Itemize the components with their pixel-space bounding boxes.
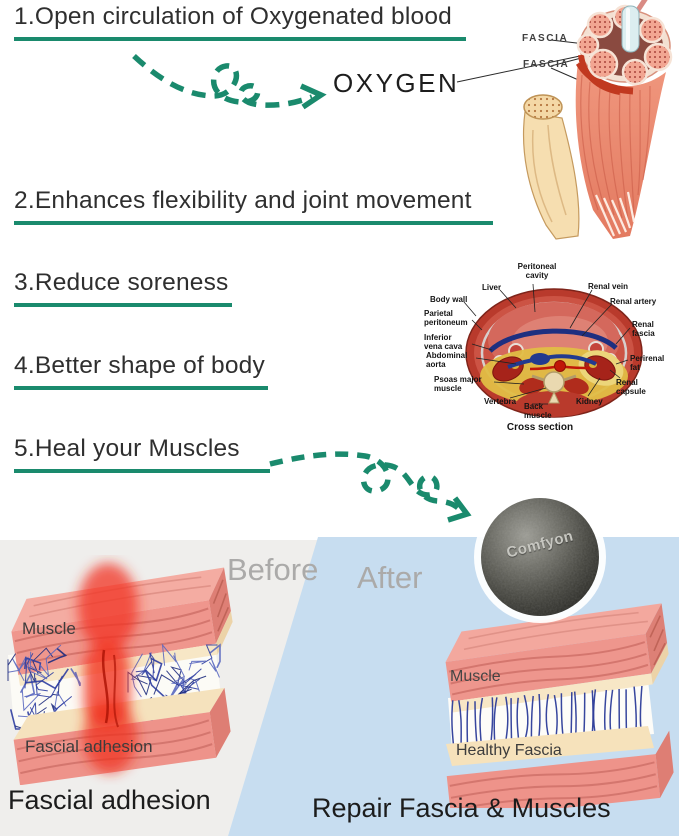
label-abdominal-aorta: Abdominal aorta [426,351,468,370]
before-muscle-label: Muscle [22,619,76,638]
label-renal-vein: Renal vein [588,282,629,291]
label-renal-artery: Renal artery [610,297,657,306]
label-inferior-vena-cava: Inferior vena cava [424,333,463,352]
label-psoas-major-muscle: Psoas major muscle [434,375,482,394]
healthy-fascia-figure: Muscle Healthy Fascia [420,598,679,808]
label-renal-capsule: Renal capsule [616,378,646,397]
benefit-heading-5: 5.Heal your Muscles [14,434,270,474]
benefit-heading-1: 1.Open circulation of Oxygenated blood [14,2,466,42]
before-adhesion-label: Fascial adhesion [25,737,153,756]
label-parietal-peritoneum: Parietal peritoneum [424,309,468,328]
after-fascia-label: Healthy Fascia [456,742,562,759]
after-muscle-label: Muscle [450,668,501,685]
label-vertebra: Vertebra [484,397,517,406]
after-caption: Repair Fascia & Muscles [312,793,611,823]
benefit-heading-3: 3.Reduce soreness [14,268,232,308]
label-back-muscle: Back muscle [524,402,552,421]
label-body-wall: Body wall [430,295,468,304]
label-liver: Liver [482,283,502,292]
after-label: After [357,560,423,595]
oxygen-label: OXYGEN [333,68,460,98]
muscle-fascia-figure [522,0,673,240]
fascial-adhesion-figure: Muscle Fascial adhesion [0,555,240,785]
abdominal-cross-section-figure: Peritoneal cavity Liver Renal vein Renal… [420,256,679,446]
benefit-heading-4: 4.Better shape of body [14,351,268,391]
label-perirenal-fat: Perirenal fat [630,354,665,373]
label-kidney: Kidney [576,397,603,406]
fascia-label-2: FASCIA [523,59,570,70]
before-label: Before [227,552,319,587]
massage-ball [474,491,606,623]
before-caption: Fascial adhesion [8,785,211,815]
label-renal-fascia: Renal fascia [632,320,655,339]
cross-section-caption: Cross section [506,422,574,433]
benefit-heading-2: 2.Enhances flexibility and joint movemen… [14,186,493,226]
heal-flow-arrow-icon [269,451,472,523]
label-peritoneal-cavity: Peritoneal cavity [517,262,557,281]
fascia-label-1: FASCIA [522,33,569,44]
